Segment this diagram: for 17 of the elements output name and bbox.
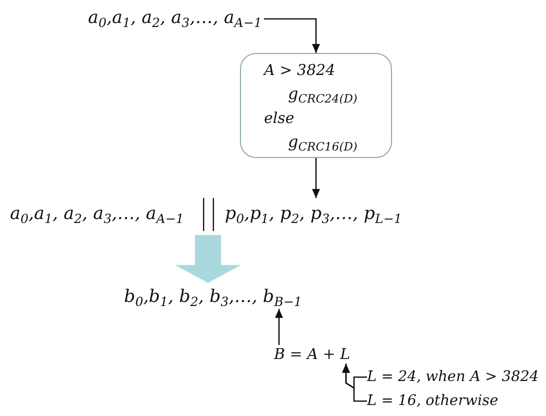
condition-text: A > 3824 [264, 60, 336, 81]
arrow [275, 308, 283, 345]
bit-sequence: a$_{0}$,a$_{1}$, a$_{2}$, a$_{3}$,…, a$_{A−1}$ [88, 8, 262, 30]
condition-box [240, 53, 392, 158]
arrow [312, 158, 320, 198]
polynomial-text: g$_{CRC24(D)}$ [288, 83, 358, 106]
condition-text: L = 16, otherwise [367, 392, 498, 410]
block-arrow [175, 235, 241, 283]
condition-text: else [264, 108, 294, 129]
parity-sequence: p$_{0}$,p$_{1}$, p$_{2}$, p$_{3}$,…, p$_{L−1}$ [224, 204, 402, 226]
bit-sequence: b$_{0}$,b$_{1}$, b$_{2}$, b$_{3}$,…, b$_{B−1}$ [124, 287, 302, 309]
arrow [342, 364, 367, 402]
bit-sequence: a$_{0}$,a$_{1}$, a$_{2}$, a$_{3}$,…, a$_{A−1}$ [10, 204, 184, 226]
condition-text: L = 24, when A > 3824 [367, 368, 539, 386]
arrow [264, 18, 320, 53]
equation: B = A + L [274, 345, 350, 364]
polynomial-text: g$_{CRC16(D)}$ [288, 131, 358, 154]
